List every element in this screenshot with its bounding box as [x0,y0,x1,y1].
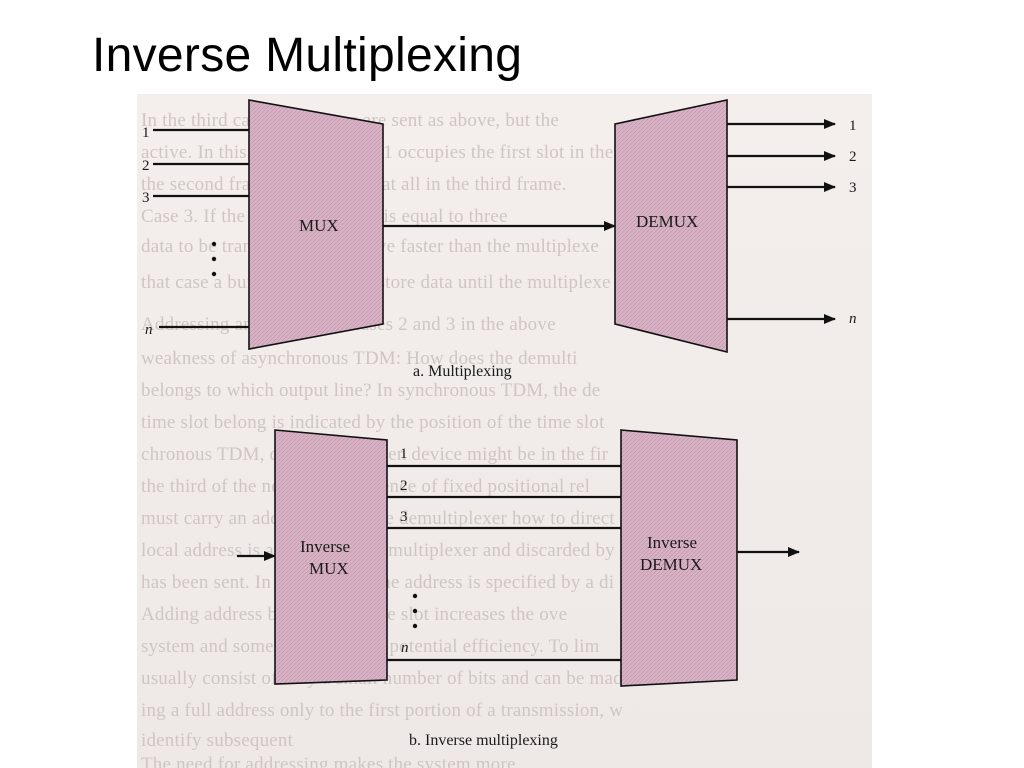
output-label-1: 1 [849,118,857,134]
textbook-scan-figure: In the third case, the frames are sent a… [137,94,872,768]
ghost-text-line: belongs to which output line? In synchro… [141,380,601,401]
ghost-text-line: weakness of asynchronous TDM: How does t… [141,348,578,369]
diagram-a-multiplexing: 1 2 3 n MUX DEMUX 1 2 3 [142,99,857,380]
inverse-mux-label-line-1: Inverse [300,537,350,556]
mux-input-lines [153,128,265,329]
mux-block [248,99,384,350]
inverse-mux-label-line-2: MUX [309,559,349,578]
multiplexing-diagram: 1 2 3 n MUX DEMUX 1 2 3 [142,99,857,749]
inverse-line-label-3: 3 [400,509,408,525]
ghost-text-line: The need for addressing makes the system… [141,754,516,768]
mux-vertical-ellipsis [211,241,217,277]
inverse-line-label-2: 2 [400,478,408,494]
inverse-demux-label-line-2: DEMUX [640,555,702,574]
inverse-line-label-n: n [401,640,409,656]
ghost-text-line: identify subsequent [141,730,294,751]
inverse-mux-block [274,429,388,685]
caption-a: a. Multiplexing [413,363,512,380]
demux-label: DEMUX [636,212,698,231]
output-label-2: 2 [849,149,857,165]
inverse-demux-block [620,429,738,687]
inverse-lines [387,464,621,662]
inverse-demux-label-line-1: Inverse [647,533,697,552]
input-label-2: 2 [142,158,150,174]
output-label-n: n [849,311,857,327]
demux-block [614,99,728,354]
output-label-3: 3 [849,180,857,196]
ghost-text-line: time slot belong is indicated by the pos… [141,412,605,433]
mux-label: MUX [299,216,339,235]
input-label-3: 3 [142,190,150,206]
input-label-1: 1 [142,125,150,141]
caption-b: b. Inverse multiplexing [409,732,558,749]
ghost-text-line: ing a full address only to the first por… [141,700,624,721]
demux-output-lines [727,119,836,324]
slide-title: Inverse Multiplexing [92,29,523,82]
diagram-b-inverse-multiplexing: Inverse MUX 1 2 3 n Inverse DEMUX b. Inv… [237,429,800,749]
input-label-n: n [145,322,153,338]
inverse-line-label-1: 1 [400,446,408,462]
inverse-vertical-ellipsis [412,593,418,629]
